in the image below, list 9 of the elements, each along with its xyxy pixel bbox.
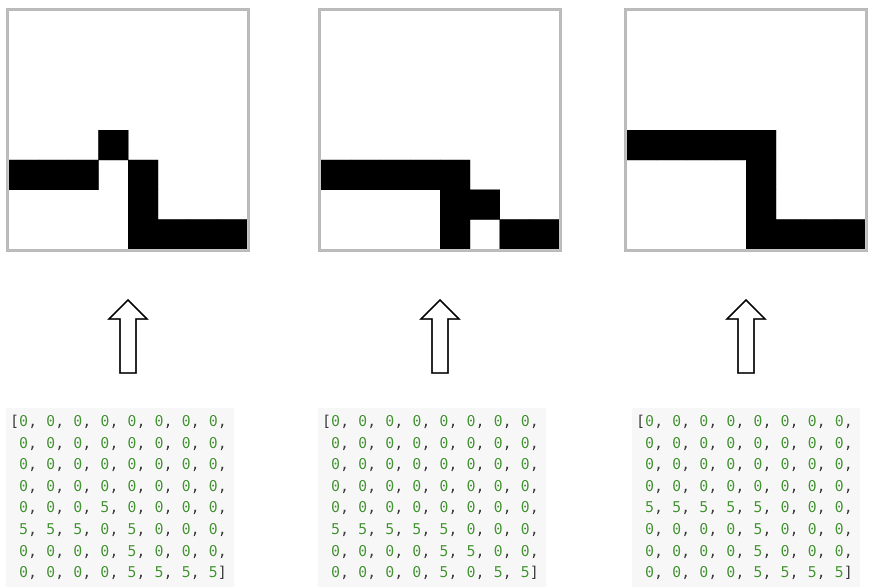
pixel-grid-drawing xyxy=(318,8,562,252)
array-text: [0, 0, 0, 0, 0, 0, 0, 0, 0, 0, 0, 0, 0, 0, 0, 0, 0, 0, 0, 0, 0, 0, 0, 0, 0, 0, 0, 0, 0, 0, 0, 0, 5, 5, 5, 5, 5, 0, 0, 0, 0, 0, 0, 0, 5, 0, 0, 0, 0, 0, 0, 0, 5, 0, 0, 0, 0, 0, 0, 0, 5, 5, 5, 5] xyxy=(636,411,854,584)
hollow-arrow xyxy=(107,298,149,374)
pixel-grid-drawing xyxy=(624,8,868,252)
array-text: [0, 0, 0, 0, 0, 0, 0, 0, 0, 0, 0, 0, 0, 0, 0, 0, 0, 0, 0, 0, 0, 0, 0, 0, 0, 0, 0, 0, 0, 0, 0, 0, 0, 0, 0, 0, 0, 0, 0, 0, 5, 5, 5, 5, 5, 0, 0, 0, 0, 0, 0, 0, 5, 5, 0, 0, 0, 0, 0, 0, 5, 0, 5, 5] xyxy=(322,411,540,584)
hollow-arrow xyxy=(725,298,767,374)
hollow-arrow xyxy=(419,298,461,374)
array-text: [0, 0, 0, 0, 0, 0, 0, 0, 0, 0, 0, 0, 0, 0, 0, 0, 0, 0, 0, 0, 0, 0, 0, 0, 0, 0, 0, 0, 0, 0, 0, 0, 0, 0, 0, 5, 0, 0, 0, 0, 5, 5, 5, 0, 5, 0, 0, 0, 0, 0, 0, 0, 5, 0, 0, 0, 0, 0, 0, 0, 5, 5, 5, 5] xyxy=(10,411,228,584)
pixel-grid-drawing xyxy=(6,8,250,252)
